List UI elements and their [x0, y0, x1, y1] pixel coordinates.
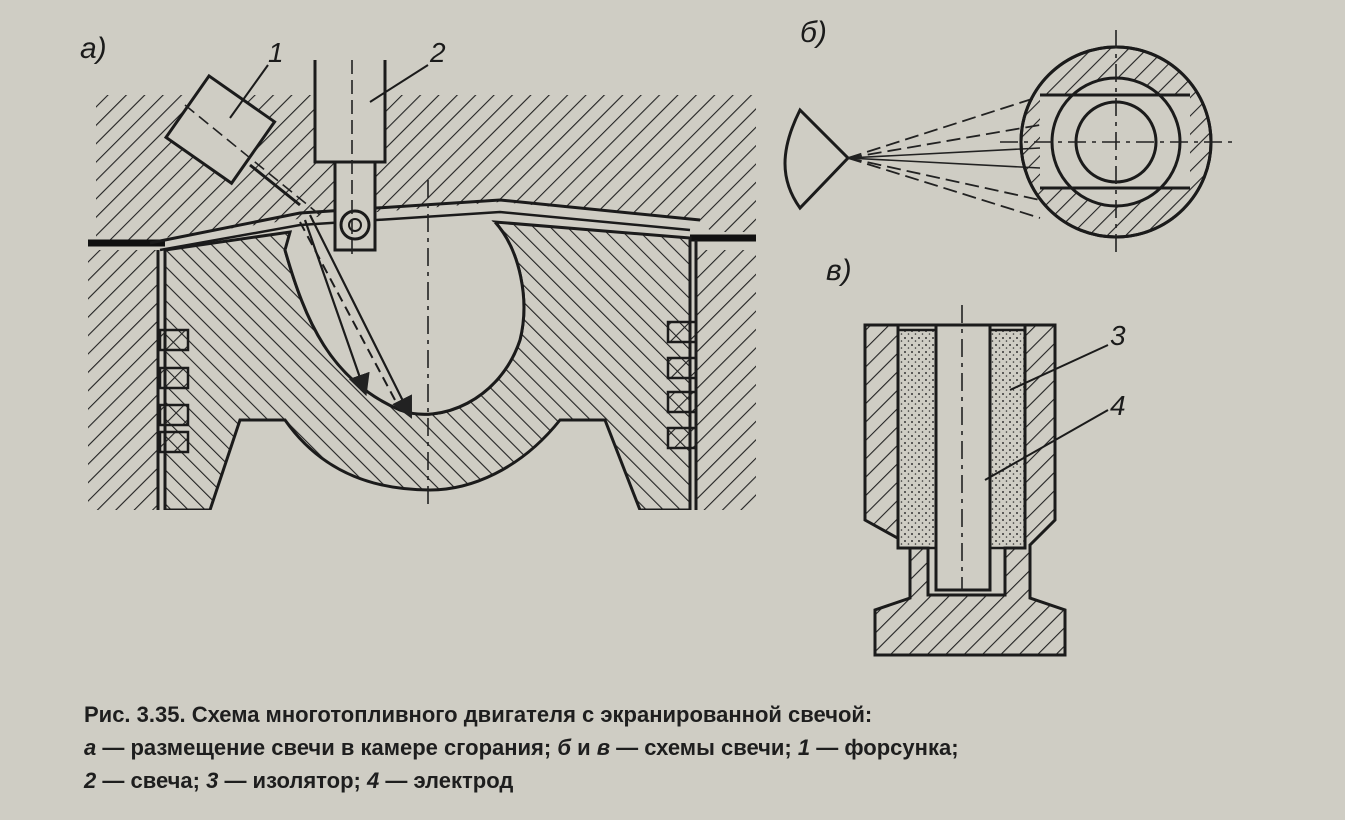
caption-line-3: 2 — свеча; 3 — изолятор; 4 — электрод [84, 764, 1324, 797]
cylinder-wall-right [696, 250, 756, 510]
cylinder-wall-left [88, 250, 158, 510]
combustion-bowl [283, 221, 526, 416]
callout-1: 1 [268, 37, 284, 68]
figure-caption: Рис. 3.35. Схема многотопливного двигате… [84, 698, 1324, 797]
caption-letter-a: а [84, 735, 97, 760]
caption-text-2: — свеча; [96, 768, 207, 793]
caption-number-2: 2 [84, 768, 97, 793]
spark-plug [313, 60, 387, 255]
insulator [896, 328, 938, 550]
caption-title: Рис. 3.35. Схема многотопливного двигате… [84, 702, 873, 727]
caption-letter-v: в [596, 735, 610, 760]
caption-text-4: — электрод [379, 768, 514, 793]
caption-text-1: — форсунка; [810, 735, 959, 760]
panel-v-spark-plug-section: в) 3 4 [826, 254, 1126, 657]
leader-line-4 [984, 409, 1109, 481]
caption-letter-b: б [557, 735, 571, 760]
fuel-spray-2 [309, 214, 412, 419]
caption-text-a: — размещение свечи в камере сгорания; [96, 735, 558, 760]
piston-rings-left [158, 328, 190, 454]
caption-text-3: — изолятор; [218, 768, 367, 793]
callout-4: 4 [1110, 390, 1126, 421]
electrode [934, 323, 992, 592]
caption-number-1: 1 [797, 735, 811, 760]
panel-b-spark-plug-spray: б) [783, 16, 1235, 255]
panel-a-combustion-chamber [88, 60, 756, 510]
panel-label-b: б) [800, 16, 827, 49]
leader-line-3 [1009, 344, 1109, 391]
panel-label-v: в) [826, 254, 852, 287]
fuel-spray-1 [303, 219, 370, 397]
callout-2: 2 [429, 37, 446, 68]
panel-label-a: а) [80, 32, 107, 65]
caption-text-bv: — схемы свечи; [610, 735, 798, 760]
spray-nozzle [783, 107, 851, 211]
caption-number-4: 4 [366, 768, 380, 793]
piston-rings-right [666, 320, 698, 450]
caption-number-3: 3 [206, 768, 219, 793]
fuel-spray-3 [299, 221, 396, 401]
engine-schematic-figure: а) 1 2 б) в) [80, 16, 1235, 657]
caption-line-2: а — размещение свечи в камере сгорания; … [84, 731, 1324, 764]
caption-and: и [570, 735, 597, 760]
injector [163, 73, 321, 216]
leader-line-1 [229, 64, 269, 119]
leader-line-2 [369, 64, 429, 103]
callout-3: 3 [1110, 320, 1126, 351]
